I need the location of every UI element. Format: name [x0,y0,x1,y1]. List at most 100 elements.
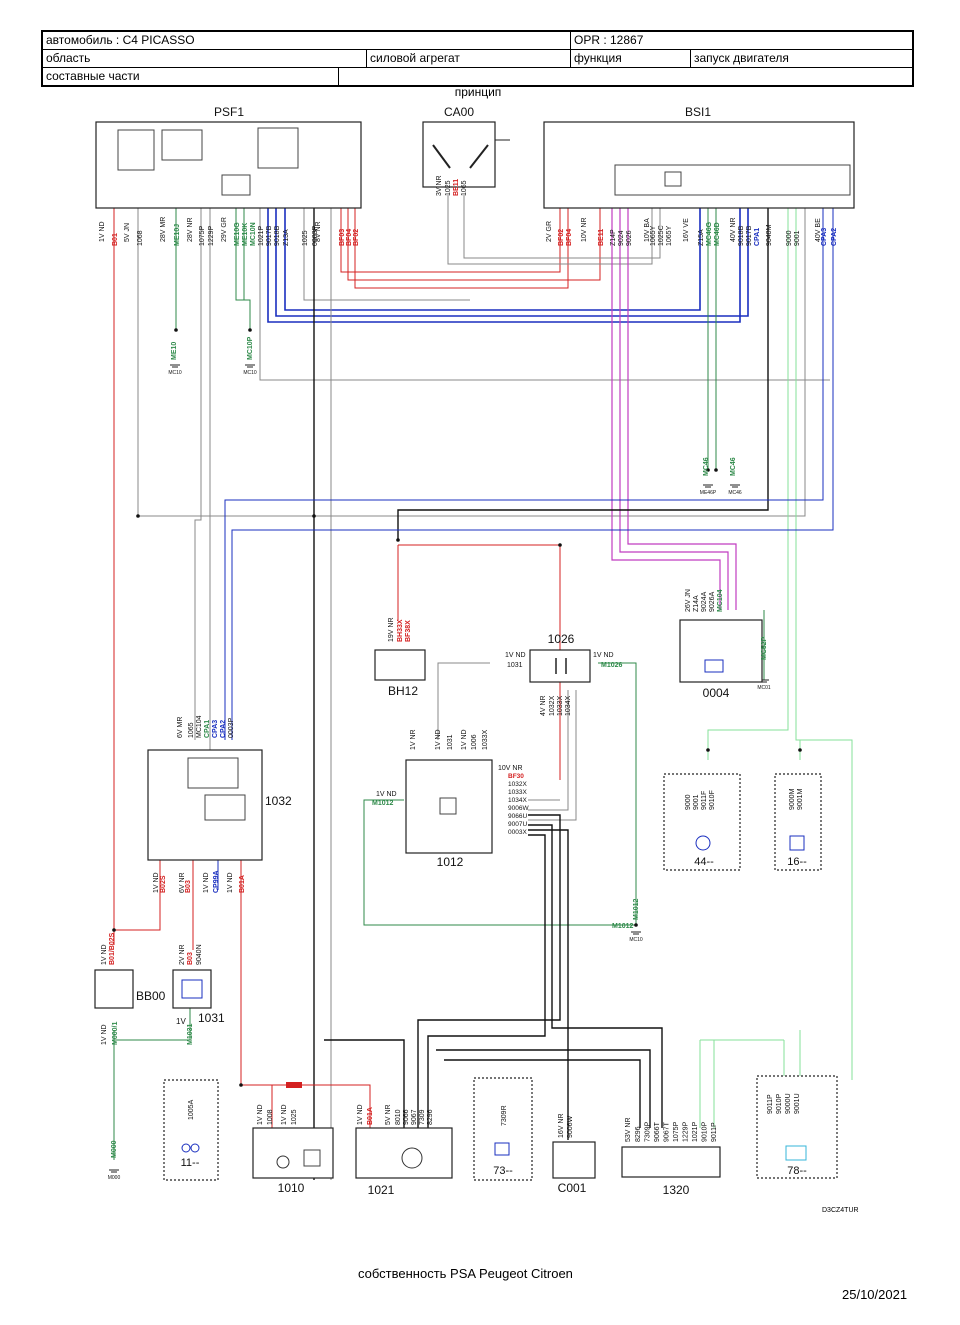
bsi1-wire-9: Z15A [698,229,705,246]
wire-1021p [259,208,830,381]
c0004-wire-0: Z14A [693,595,700,612]
wire-1033x [528,690,569,811]
junction-6 [312,514,316,518]
c78-wire-0: 9011P [767,1094,774,1114]
ca00-conn: 3V NR [436,175,443,196]
bh12-conn: 19V NR [388,617,395,642]
c44-wire-0: 9000 [685,794,692,810]
psf1-conn-0: 1V ND [99,221,106,242]
c1012-rwire-4: 9006W [508,805,529,812]
c0004-wire-2: 9026A [709,591,716,612]
bsi1-wire-6: 1065Y [650,225,657,246]
c73-icon [494,1142,510,1156]
ca00-wire-2: 1065 [461,180,468,196]
ground-label-m1012: M1012 [612,923,634,930]
c1320-name: 1320 [663,1183,690,1197]
psf1-wire-2: ME10J [174,224,181,246]
c1320-wire-7: 9010P [702,1121,709,1142]
ca00-box [422,121,496,188]
ground-label-me10: ME10 [171,342,178,360]
c1012-rwire-5: 9066U [508,813,527,820]
c1032-wire-2: CPA1 [204,720,211,738]
c1032-bconn-3: 1V ND [227,872,234,893]
bh12-wire-0: BH33X [397,619,404,642]
c1010-conn-0: 1V ND [257,1104,264,1125]
c1021-box [355,1127,453,1179]
psf1-conn-5: 8V NR [315,221,322,242]
bsi1-wire-17: 9001 [794,230,801,246]
c1026-conn-r: 1V ND [593,652,614,659]
wire-9006w [528,829,569,1140]
psf1-chip [221,174,251,196]
c1320-wire-1: 7309P [645,1121,652,1142]
wire-bf03 [340,208,561,273]
ground-label-mc10p: MC10P [247,336,254,360]
bsi1-conn-0: 2V GR [546,221,553,242]
c78-name: 78-- [787,1165,807,1177]
wire-bf02 [354,208,569,289]
psf1-wire-13: 0003P [312,225,319,246]
area-value: силовой агрегат [367,50,571,67]
psf1-wire-9: 9017B [266,225,273,246]
c78-wire-2: 9000U [785,1093,792,1114]
bsi1-wire-16: 9000 [786,230,793,246]
c1012-rwire-6: 9007U [508,821,527,828]
psf1-wire-12: 1025 [302,230,309,246]
ground-label-me46p: MC46 [730,457,737,476]
c001-box [552,1141,596,1179]
bsi1-wire-15: 9040M [766,224,773,246]
bb00-box [94,969,134,1009]
c1026-bwire-1: 1033X [557,695,564,716]
psf1-wire-4: 1229P [208,225,215,246]
c16-box [774,773,822,871]
c1320-wire-8: 9011P [711,1122,718,1142]
c1012-lwire: M1012 [372,800,394,807]
c1010-chip [303,1149,321,1167]
c1012-twire-2: 1033X [482,729,489,750]
c1026-name: 1026 [548,632,575,646]
wire-b01a [240,860,371,1128]
bsi1-wire-8: 1065Y [666,225,673,246]
c1031-box [172,969,212,1009]
junction-3 [714,468,718,472]
c78-wire-1: 9010P [776,1093,783,1114]
c0004-battery [704,659,724,673]
c73-name: 73-- [493,1165,513,1177]
wire-9026 [627,208,737,610]
c1031-icon [181,979,203,999]
c1032-chip [187,757,239,789]
c1021-motor [401,1147,423,1169]
bsi1-conn-1: 10V NR [581,217,588,242]
bh12-box [374,649,426,681]
c1010-name: 1010 [278,1181,305,1195]
bsi1-wire-5: 9026 [626,230,633,246]
c1320-wire-6: 1021P [692,1121,699,1142]
c1012-chip [439,797,457,815]
c44-name: 44-- [694,856,714,868]
c001-name: C001 [558,1181,587,1195]
c1021-wire-0: B01A [367,1107,374,1125]
wire-m1012 [363,799,636,926]
ground-mc46-b-text: MC46 [728,490,742,496]
psf1-relay [117,129,155,171]
bsi1-wire-3: Z14P [610,229,617,246]
c78-box [756,1075,838,1179]
wire-ca00-1065 [463,195,661,259]
psf1-wire-7: MC10N [250,222,257,246]
c1010-wire-1: 1025 [291,1109,298,1125]
ground-mc46-a-text: ME46P [700,490,717,496]
c1021-name: 1021 [368,1183,395,1197]
c001-conn: 16V NR [558,1113,565,1138]
c1032-wire-cp99a: CP99A [213,870,220,893]
wire-me10g [235,208,251,330]
c1021-wire-3: 9067 [411,1109,418,1125]
junction-10 [112,928,116,932]
bsi1-wire-11: MC46D [714,222,721,246]
ground-mc10-c-text: MC10 [629,937,643,943]
c1012-box [405,759,493,854]
function-value: запуск двигателя [694,51,789,65]
c1320-wire-2: 9066T [654,1121,661,1142]
c1026-bwire-2: 1034X [565,695,572,716]
junction-7 [136,514,140,518]
wire-b02s [114,860,161,931]
